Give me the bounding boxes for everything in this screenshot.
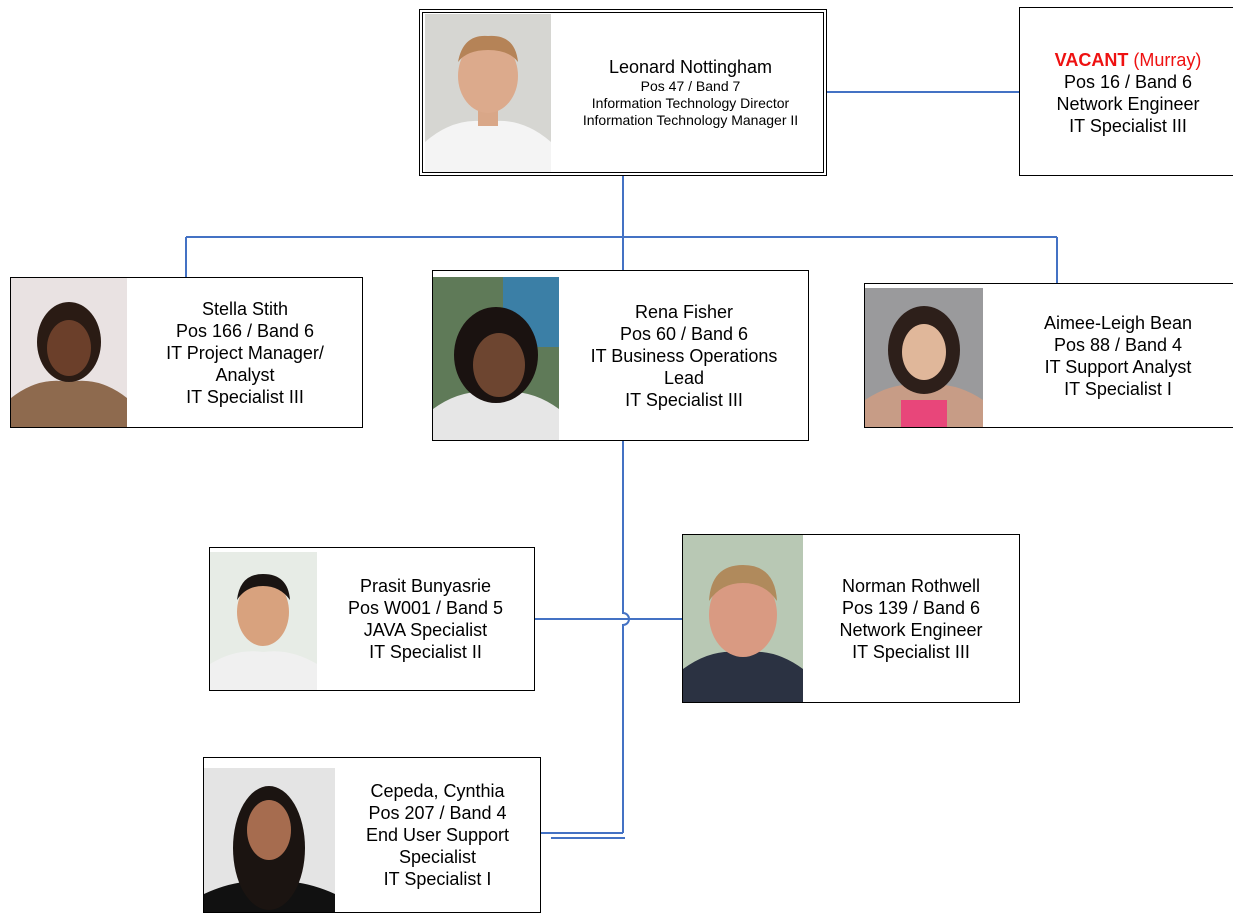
prasit-position: Pos W001 / Band 5 — [347, 598, 504, 618]
aimee-position: Pos 88 / Band 4 — [1053, 334, 1183, 355]
director-title: Information Technology Director — [591, 95, 790, 111]
prasit-name: Prasit Bunyasrie — [359, 576, 492, 596]
rena-title-line2: Lead — [663, 367, 705, 388]
rena-position: Pos 60 / Band 6 — [619, 323, 749, 344]
stella-photo — [11, 278, 127, 427]
prasit-title: JAVA Specialist — [363, 620, 488, 640]
norman-info: Norman Rothwell Pos 139 / Band 6 Network… — [803, 535, 1019, 702]
cynthia-info: Cepeda, Cynthia Pos 207 / Band 4 End Use… — [335, 758, 540, 912]
prasit-classification: IT Specialist II — [369, 642, 482, 662]
norman-title: Network Engineer — [839, 619, 983, 640]
aimee-name: Aimee-Leigh Bean — [1043, 312, 1193, 333]
cynthia-card: Cepeda, Cynthia Pos 207 / Band 4 End Use… — [203, 757, 541, 913]
stella-info: Stella Stith Pos 166 / Band 6 IT Project… — [127, 278, 362, 427]
director-card: Leonard Nottingham Pos 47 / Band 7 Infor… — [419, 9, 827, 176]
vacant-card: VACANT (Murray) Pos 16 / Band 6 Network … — [1019, 7, 1233, 176]
cynthia-position: Pos 207 / Band 4 — [368, 803, 507, 823]
stella-name: Stella Stith — [201, 298, 289, 319]
director-classification: Information Technology Manager II — [582, 112, 799, 128]
norman-classification: IT Specialist III — [852, 641, 970, 662]
norman-photo — [683, 535, 803, 702]
norman-position: Pos 139 / Band 6 — [841, 597, 981, 618]
stella-title-line2: Analyst — [215, 364, 275, 385]
vacant-note: (Murray) — [1133, 49, 1202, 70]
vacant-title: Network Engineer — [1056, 93, 1200, 114]
aimee-classification: IT Specialist I — [1064, 378, 1172, 399]
prasit-info: Prasit Bunyasrie Pos W001 / Band 5 JAVA … — [317, 548, 534, 690]
cynthia-classification: IT Specialist I — [383, 869, 492, 889]
norman-card: Norman Rothwell Pos 139 / Band 6 Network… — [682, 534, 1020, 703]
vacant-info: VACANT (Murray) Pos 16 / Band 6 Network … — [1020, 8, 1233, 175]
director-position: Pos 47 / Band 7 — [640, 78, 741, 94]
prasit-card: Prasit Bunyasrie Pos W001 / Band 5 JAVA … — [209, 547, 535, 691]
director-name: Leonard Nottingham — [608, 57, 773, 77]
prasit-photo — [210, 552, 317, 690]
vacant-position: Pos 16 / Band 6 — [1063, 71, 1193, 92]
aimee-card: Aimee-Leigh Bean Pos 88 / Band 4 IT Supp… — [864, 283, 1233, 428]
aimee-title: IT Support Analyst — [1044, 356, 1192, 377]
stella-position: Pos 166 / Band 6 — [175, 320, 315, 341]
cynthia-title-line1: End User Support — [365, 825, 510, 845]
rena-name: Rena Fisher — [634, 301, 734, 322]
aimee-info: Aimee-Leigh Bean Pos 88 / Band 4 IT Supp… — [1001, 284, 1233, 427]
director-info: Leonard Nottingham Pos 47 / Band 7 Infor… — [558, 13, 823, 172]
cynthia-photo — [204, 768, 335, 912]
stella-classification: IT Specialist III — [186, 386, 304, 407]
rena-card: Rena Fisher Pos 60 / Band 6 IT Business … — [432, 270, 809, 441]
vacant-status: VACANT — [1054, 49, 1129, 70]
norman-name: Norman Rothwell — [841, 575, 981, 596]
stella-title-line1: IT Project Manager/ — [166, 342, 324, 363]
director-photo — [425, 14, 551, 172]
rena-title-line1: IT Business Operations — [590, 345, 778, 366]
rena-photo — [433, 277, 559, 440]
aimee-photo — [865, 288, 983, 427]
cynthia-title-line2: Specialist — [398, 847, 477, 867]
connector-rena-down — [622, 440, 630, 833]
cynthia-name: Cepeda, Cynthia — [370, 781, 505, 801]
rena-info: Rena Fisher Pos 60 / Band 6 IT Business … — [559, 271, 808, 440]
rena-classification: IT Specialist III — [625, 389, 743, 410]
vacant-classification: IT Specialist III — [1069, 115, 1187, 136]
stella-card: Stella Stith Pos 166 / Band 6 IT Project… — [10, 277, 363, 428]
